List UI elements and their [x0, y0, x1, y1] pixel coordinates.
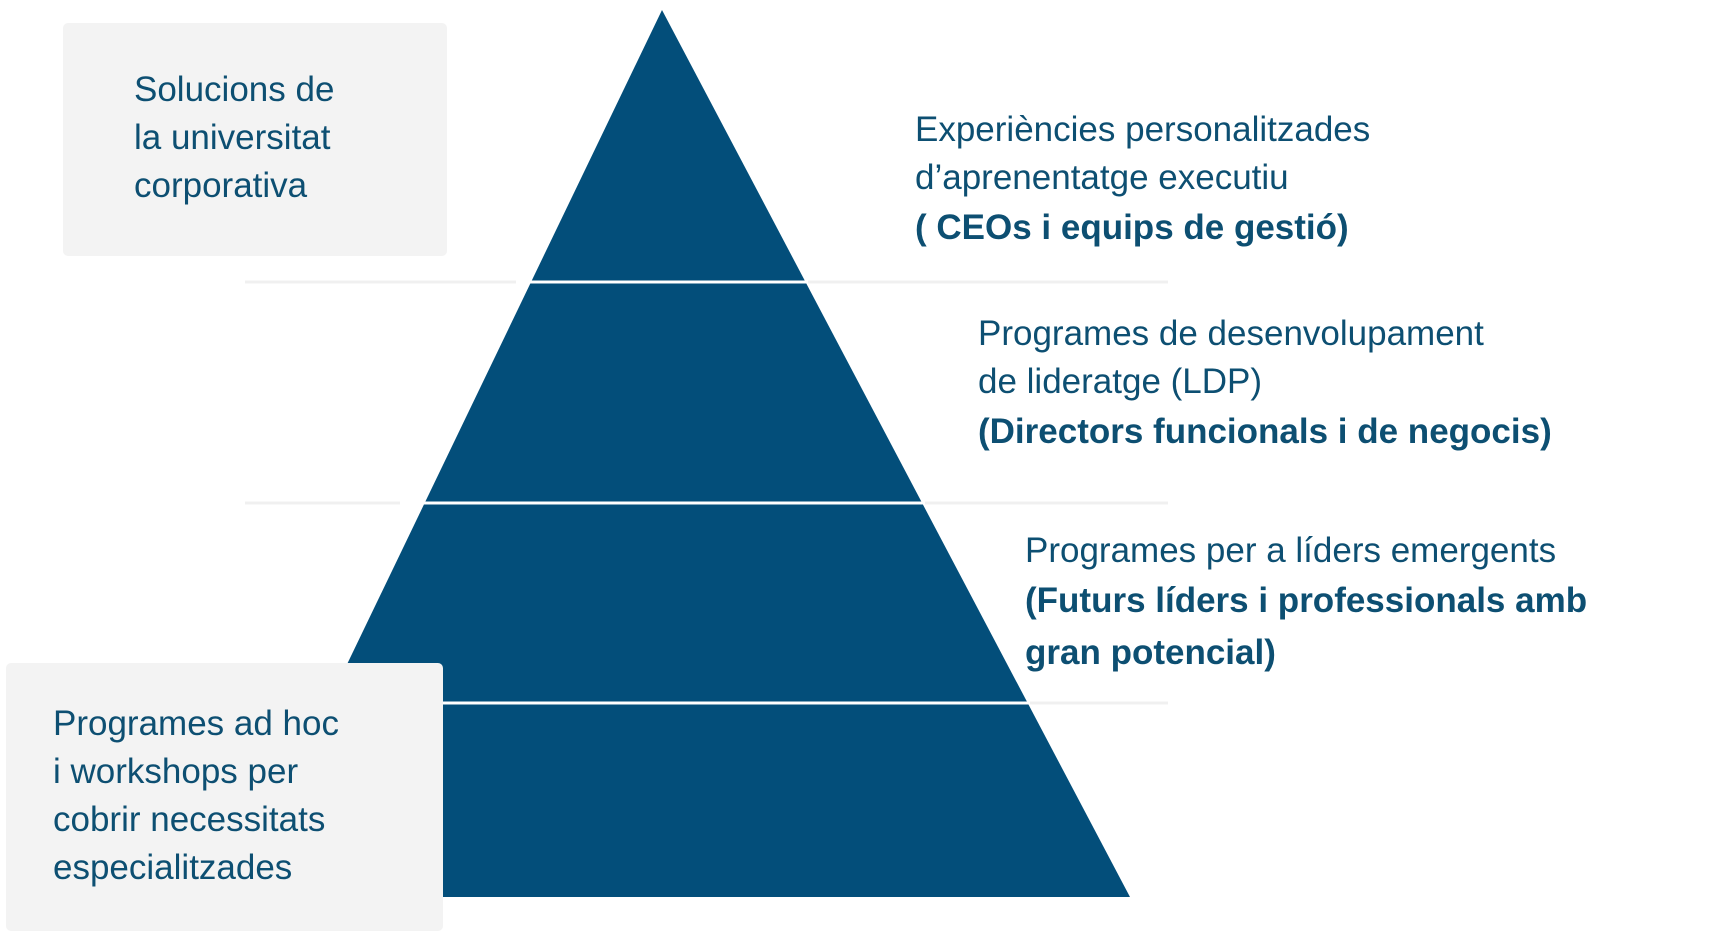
corner-box-bottom-line: Programes ad hoc — [53, 704, 339, 743]
tier-label-line: de lideratge (LDP) — [978, 362, 1263, 401]
corner-box-top: Solucions de la universitat corporativa — [63, 23, 447, 256]
corner-box-bottom-line: cobrir necessitats — [53, 800, 326, 839]
tier-audience: gran potencial) — [1025, 633, 1276, 672]
tier-label-line: Programes de desenvolupament — [978, 314, 1484, 353]
corner-box-bottom: Programes ad hoc i workshops per cobrir … — [6, 663, 443, 931]
corner-box-bottom-text: Programes ad hoc i workshops per cobrir … — [53, 700, 339, 892]
tier-label-emerging-leaders: Programes per a líders emergents (Futurs… — [1025, 527, 1587, 679]
tier-label-executive: Experiències personalitzades d’aprenenta… — [915, 106, 1370, 254]
tier-label-line: Experiències personalitzades — [915, 110, 1371, 149]
tier-audience: (Futurs líders i professionals amb — [1025, 581, 1588, 620]
tier-label-line: Programes per a líders emergents — [1025, 531, 1557, 570]
corner-box-top-line: corporativa — [134, 166, 308, 205]
corner-box-bottom-line: i workshops per — [53, 752, 299, 791]
corner-box-top-line: la universitat — [134, 118, 331, 157]
tier-audience: ( CEOs i equips de gestió) — [915, 208, 1349, 247]
tier-audience: (Directors funcionals i de negocis) — [978, 412, 1552, 451]
corner-box-bottom-line: especialitzades — [53, 848, 293, 887]
tier-label-line: d’aprenentatge executiu — [915, 158, 1289, 197]
corner-box-top-text: Solucions de la universitat corporativa — [134, 66, 334, 210]
corner-box-top-line: Solucions de — [134, 70, 335, 109]
pyramid — [235, 10, 1130, 897]
tier-label-ldp: Programes de desenvolupament de lideratg… — [978, 310, 1552, 458]
